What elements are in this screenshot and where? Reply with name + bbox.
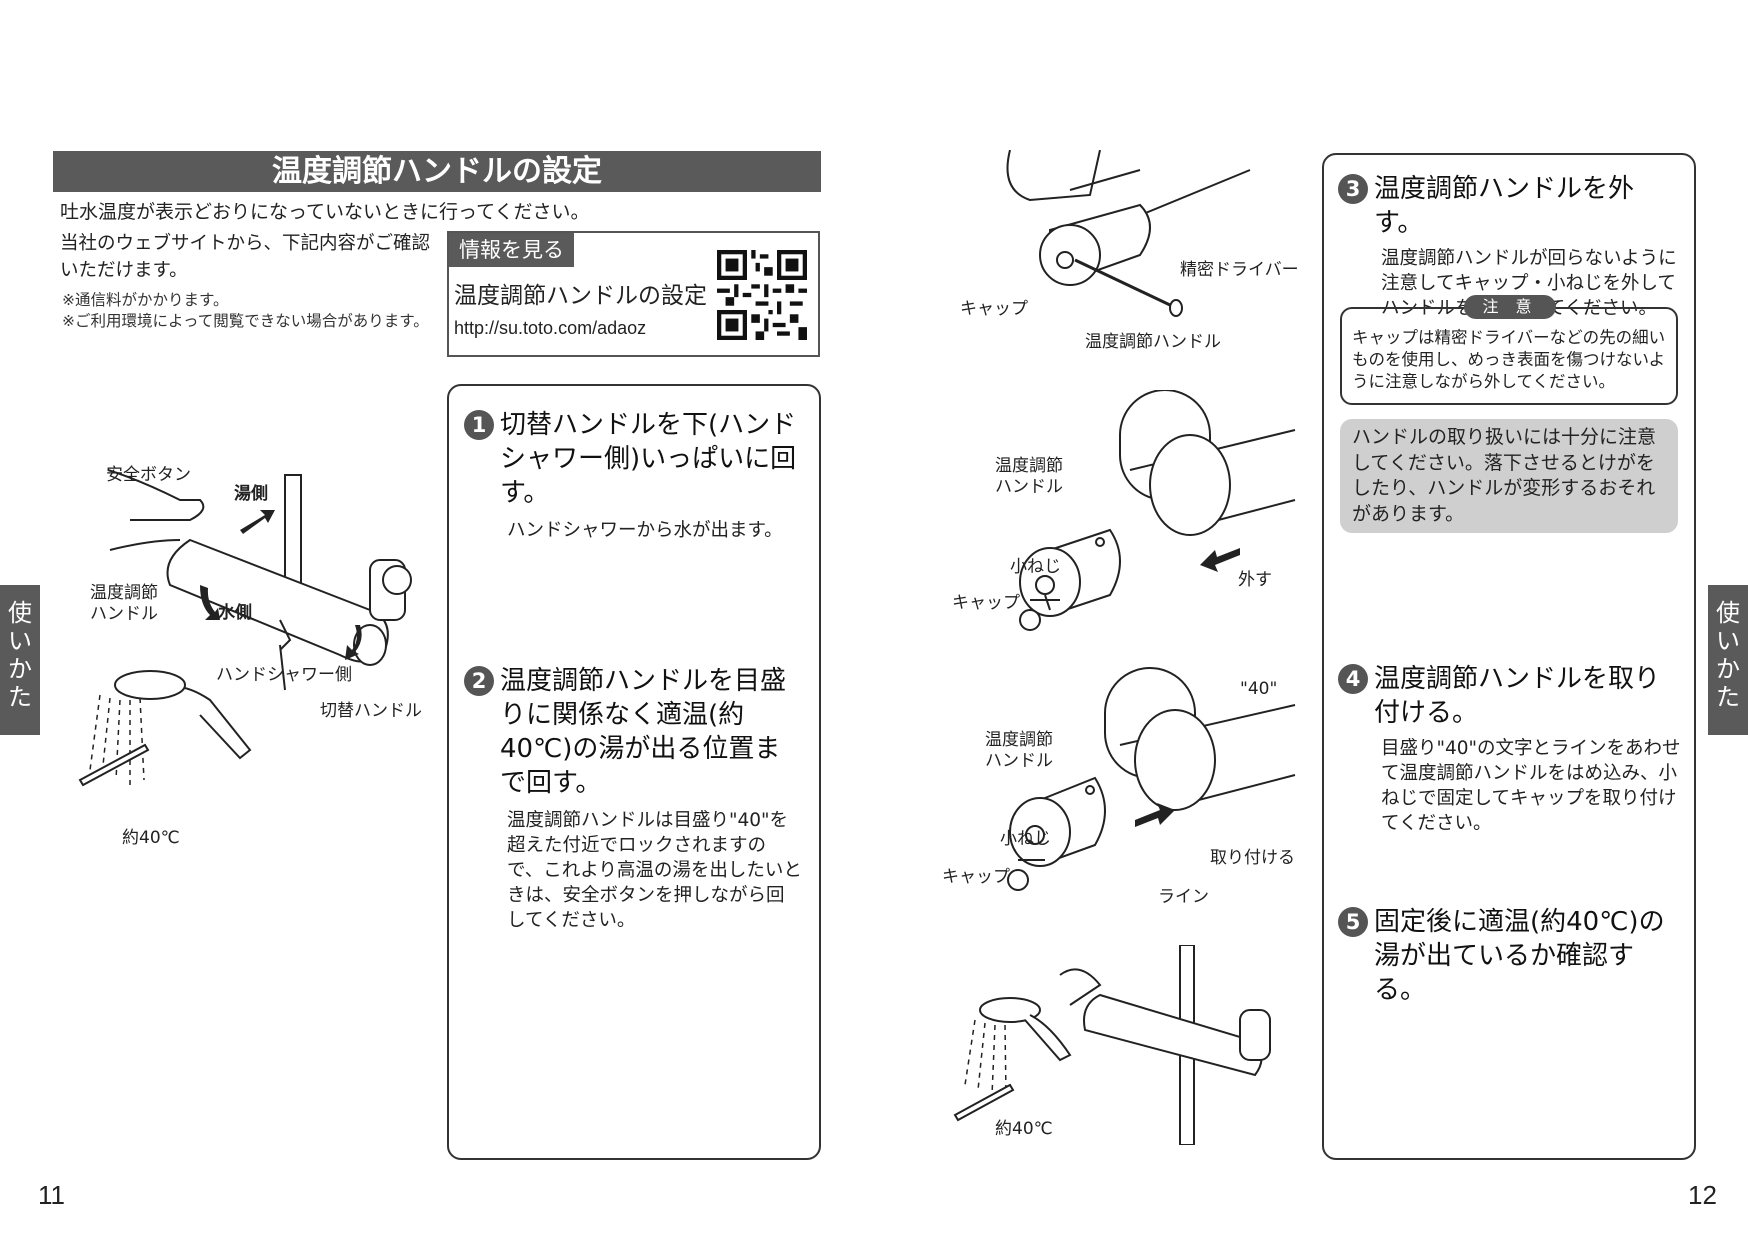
label-remove: 外す <box>1238 570 1272 590</box>
page-number-right: 12 <box>1688 1180 1717 1210</box>
label-forty: "40" <box>1240 679 1278 699</box>
label-temp-handle-2: 温度調節ハンドル <box>995 456 1063 497</box>
side-tab-label: 使いかた <box>1716 599 1740 711</box>
step-number: 3 <box>1338 174 1368 204</box>
label-cap-2: キャップ <box>952 593 1020 613</box>
step-title: 固定後に適温(約40℃)の湯が出ているか確認する。 <box>1374 907 1665 1005</box>
shower-check-illustration <box>953 945 1271 1145</box>
info-box <box>447 231 820 357</box>
qr-code-icon[interactable] <box>717 250 807 340</box>
step-number: 4 <box>1338 664 1368 694</box>
step-title: 温度調節ハンドルを外す。 <box>1374 174 1635 238</box>
label-small-screw-2: 小ねじ <box>1000 829 1051 849</box>
note-item: ※通信料がかかります。 <box>62 291 229 309</box>
label-line: ライン <box>1158 887 1209 907</box>
label-hand-shower-side: ハンドシャワー側 <box>216 665 352 685</box>
step-body: 温度調節ハンドルが回らないように注意してキャップ・小ねじを外してハンドルを抜き取… <box>1381 248 1677 319</box>
label-switch-handle: 切替ハンドル <box>320 701 422 721</box>
page-number-left: 11 <box>38 1180 65 1210</box>
label-cold-side: 水側 <box>218 603 252 623</box>
side-tab-label: 使いかた <box>8 599 32 711</box>
step-number: 5 <box>1338 907 1368 937</box>
shower-faucet-illustration <box>78 469 412 787</box>
warning-box <box>1340 419 1678 533</box>
label-hot-side: 湯側 <box>234 484 268 504</box>
step-title: 切替ハンドルを下(ハンドシャワー側)いっぱいに回す。 <box>500 410 797 508</box>
label-small-screw: 小ねじ <box>1010 557 1061 577</box>
warning-text: ハンドルの取り扱いには十分に注意してください。落下させるとけがをしたり、ハンドル… <box>1352 426 1657 525</box>
label-temp-2: 約40℃ <box>995 1119 1053 1139</box>
label-temp-handle: 温度調節ハンドル <box>1085 332 1221 352</box>
step-body: ハンドシャワーから水が出ます。 <box>507 520 783 541</box>
info-url-link[interactable]: http://su.toto.com/adaoz <box>454 318 647 338</box>
label-safety-button: 安全ボタン <box>106 465 191 485</box>
notes: ※通信料がかかります。 ※ご利用環境によって閲覧できない場合があります。 <box>62 290 442 332</box>
page-title: 温度調節ハンドルの設定 <box>53 151 821 192</box>
info-title: 温度調節ハンドルの設定 <box>454 283 707 309</box>
step-body: 温度調節ハンドルは目盛り"40"を超えた付近でロックされますので、これより高温の… <box>507 810 802 931</box>
steps-panel-right <box>1322 153 1696 1160</box>
side-tab-left[interactable]: 使いかた <box>0 585 40 735</box>
note-item: ※ご利用環境によって閲覧できない場合があります。 <box>62 312 429 330</box>
label-attach: 取り付ける <box>1210 848 1295 868</box>
step-number: 1 <box>464 410 494 440</box>
caution-badge: 注 意 <box>1464 295 1556 319</box>
web-text: 当社のウェブサイトから、下記内容がご確認いただけます。 <box>60 233 431 281</box>
intro-text: 吐水温度が表示どおりになっていないときに行ってください。 <box>60 201 590 223</box>
info-tag: 情報を見る <box>449 233 574 267</box>
step-title: 温度調節ハンドルを目盛りに関係なく適温(約40℃)の湯が出る位置まで回す。 <box>500 666 787 798</box>
label-cap-3: キャップ <box>942 867 1010 887</box>
caution-text: キャップは精密ドライバーなどの先の細いものを使用し、めっき表面を傷つけないように… <box>1352 328 1666 391</box>
step-body: 目盛り"40"の文字とラインをあわせて温度調節ハンドルをはめ込み、小ねじで固定し… <box>1381 738 1681 834</box>
attach-handle-illustration <box>1007 667 1296 891</box>
steps-panel-left <box>447 384 821 1160</box>
step-title: 温度調節ハンドルを取り付ける。 <box>1374 664 1661 728</box>
label-temp: 約40℃ <box>122 828 180 848</box>
label-cap: キャップ <box>960 299 1028 319</box>
side-tab-right[interactable]: 使いかた <box>1708 585 1748 735</box>
remove-cap-illustration <box>1006 150 1251 317</box>
handle-removed-illustration <box>1019 390 1296 631</box>
label-precision-driver: 精密ドライバー <box>1180 260 1299 280</box>
label-temp-handle-3: 温度調節ハンドル <box>985 730 1053 771</box>
step-number: 2 <box>464 666 494 696</box>
label-temp-handle: 温度調節ハンドル <box>90 583 158 624</box>
